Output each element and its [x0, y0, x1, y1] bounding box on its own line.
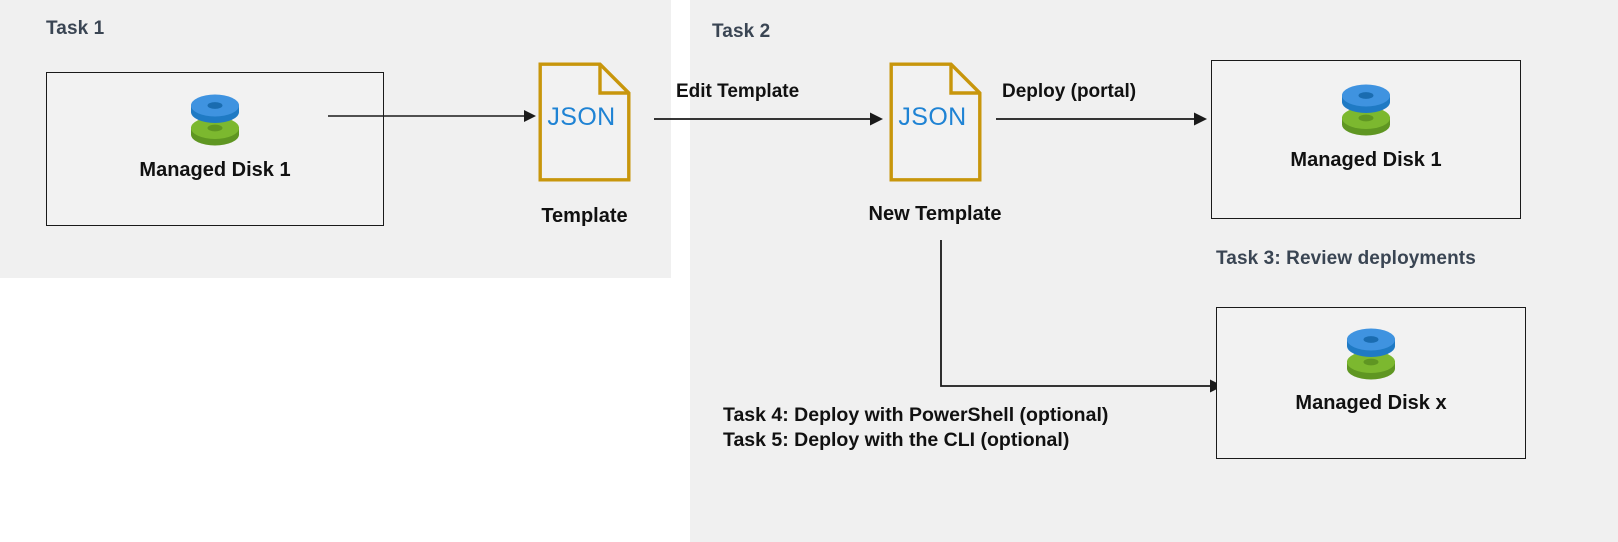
- managed-disk-icon: [1335, 81, 1397, 144]
- managed-disk-1-box-right: Managed Disk 1: [1211, 60, 1521, 219]
- managed-disk-x-label: Managed Disk x: [1295, 392, 1447, 414]
- export-template-arrow: [328, 108, 538, 129]
- task1-heading: Task 1: [46, 18, 105, 39]
- json-doc-text-template: JSON: [547, 103, 616, 131]
- task2-heading: Task 2: [712, 21, 771, 42]
- deploy-elbow-arrow: [935, 240, 1225, 410]
- managed-disk-1-label-right: Managed Disk 1: [1290, 149, 1442, 171]
- edit-template-label: Edit Template: [676, 81, 800, 102]
- template-caption: Template: [541, 205, 628, 227]
- task5-label: Task 5: Deploy with the CLI (optional): [723, 429, 1070, 451]
- task3-heading: Task 3: Review deployments: [1216, 248, 1476, 269]
- managed-disk-1-box-left: Managed Disk 1: [46, 72, 384, 226]
- managed-disk-x-box: Managed Disk x: [1216, 307, 1526, 459]
- json-file-icon-template: JSON: [538, 62, 631, 187]
- task4-label: Task 4: Deploy with PowerShell (optional…: [723, 404, 1109, 426]
- new-template-caption: New Template: [868, 203, 1002, 225]
- deploy-portal-label: Deploy (portal): [1002, 81, 1137, 102]
- managed-disk-1-label-left: Managed Disk 1: [139, 159, 291, 181]
- deploy-portal-arrow: [996, 111, 1208, 132]
- json-file-icon-new-template: JSON: [889, 62, 982, 187]
- edit-template-arrow: [654, 111, 884, 132]
- managed-disk-icon: [1340, 325, 1402, 388]
- managed-disk-icon: [184, 91, 246, 154]
- optional-tasks-list: Task 4: Deploy with PowerShell (optional…: [723, 403, 1108, 453]
- json-doc-text-new-template: JSON: [898, 103, 967, 131]
